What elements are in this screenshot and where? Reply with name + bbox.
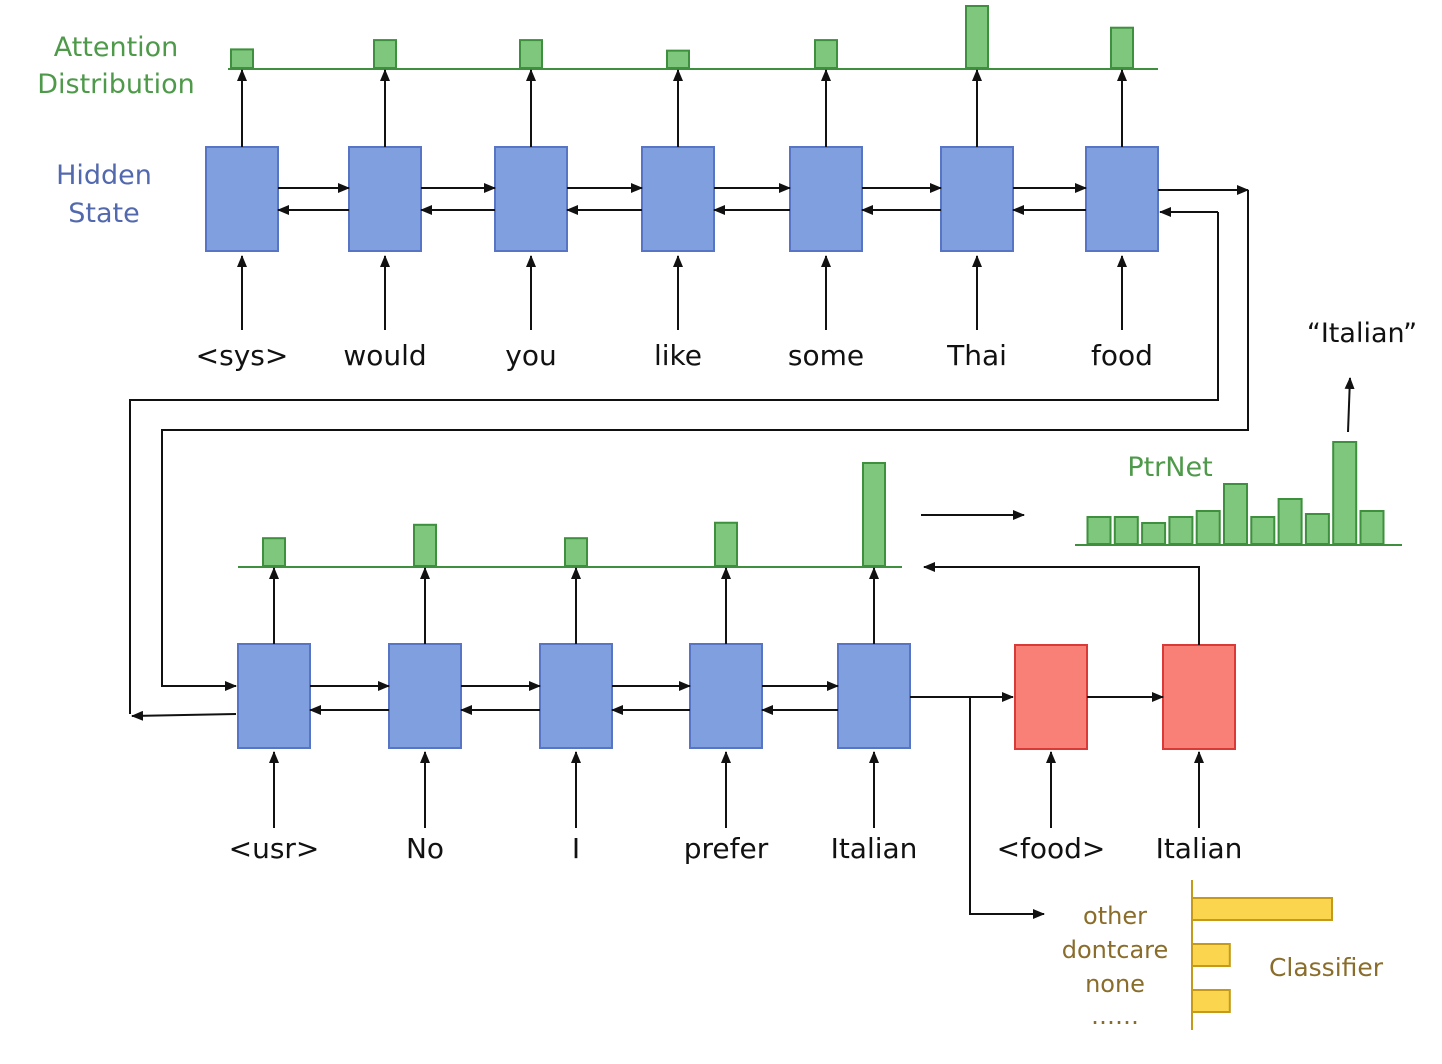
decoder-to-attention-arrow xyxy=(923,562,1200,645)
classifier-option-2: none xyxy=(1085,970,1145,998)
bottom-attention-bar-2 xyxy=(564,537,588,568)
ptrnet-bar-2 xyxy=(1141,522,1167,545)
ptrnet-bar-9 xyxy=(1332,441,1358,545)
hidden-state-label-line2: State xyxy=(68,198,139,229)
ptrnet-output-label: “Italian” xyxy=(1307,318,1417,349)
ptrnet-bar-3 xyxy=(1168,516,1194,545)
decoder-token-1: Italian xyxy=(1156,832,1243,865)
classifier-label: Classifier xyxy=(1269,953,1384,982)
top-hidden-state-1 xyxy=(348,146,422,252)
top-hidden-state-2 xyxy=(494,146,568,252)
bottom-token-4: Italian xyxy=(831,832,918,865)
top-attention-bar-2 xyxy=(519,39,543,69)
classifier-option-3: …… xyxy=(1091,1002,1139,1030)
decoder-token-0: <food> xyxy=(997,832,1106,865)
classifier-option-1: dontcare xyxy=(1062,936,1169,964)
ptrnet-bar-7 xyxy=(1277,498,1303,545)
classifier-bars xyxy=(1191,897,1333,1013)
bottom-token-0: <usr> xyxy=(229,832,320,865)
top-hidden-state-5 xyxy=(940,146,1014,252)
top-hidden-state-3 xyxy=(641,146,715,252)
bottom-attention-bar-3 xyxy=(714,521,738,567)
top-attention-bar-1 xyxy=(373,39,397,69)
top-hidden-states: <sys> would you like some Thai food xyxy=(196,146,1159,372)
bottom-attention-bars xyxy=(262,462,886,568)
connections xyxy=(129,69,1355,919)
ptrnet-bar-10 xyxy=(1359,510,1385,545)
bottom-hidden-state-3 xyxy=(689,643,763,749)
top-token-0: <sys> xyxy=(196,339,289,372)
top-attention-bar-5 xyxy=(965,5,989,69)
ptrnet-label: PtrNet xyxy=(1127,452,1212,483)
top-attention-bar-0 xyxy=(230,48,254,70)
top-token-3: like xyxy=(654,339,702,372)
top-hidden-state-6 xyxy=(1085,146,1159,252)
bottom-token-1: No xyxy=(406,832,444,865)
ptrnet-output-arrow xyxy=(1344,377,1355,433)
attention-label-line2: Distribution xyxy=(37,69,195,100)
top-hidden-state-4 xyxy=(789,146,863,252)
classifier-bar-0 xyxy=(1191,897,1333,921)
bottom-attention-bar-4 xyxy=(862,462,886,567)
bottom-backward-out xyxy=(131,710,237,721)
bottom-token-2: I xyxy=(572,832,580,865)
classifier-options: other dontcare none …… xyxy=(1062,902,1169,1030)
bottom-attention-bar-0 xyxy=(262,537,286,568)
decoder-state-0 xyxy=(1014,644,1088,750)
classifier-option-0: other xyxy=(1083,902,1147,930)
top-attention-bars xyxy=(230,5,1134,70)
classifier-bar-2 xyxy=(1191,989,1231,1013)
bottom-attention-bar-1 xyxy=(413,523,437,567)
ptrnet-bar-8 xyxy=(1304,513,1330,545)
bottom-hidden-state-0 xyxy=(237,643,311,749)
bottom-hidden-state-2 xyxy=(539,643,613,749)
ptrnet-bar-5 xyxy=(1223,483,1248,545)
top-attention-bar-6 xyxy=(1110,26,1134,69)
top-token-1: would xyxy=(343,339,426,372)
attention-label-line1: Attention xyxy=(54,32,179,63)
ptrnet-bar-0 xyxy=(1086,516,1112,545)
top-backward-connector xyxy=(129,212,1219,714)
ptrnet-bars xyxy=(1086,441,1385,545)
top-token-5: Thai xyxy=(946,339,1007,372)
top-token-4: some xyxy=(788,339,864,372)
ptrnet-bar-1 xyxy=(1113,516,1139,545)
classifier-bar-1 xyxy=(1191,943,1231,967)
top-forward-to-bottom xyxy=(161,190,1249,691)
ptrnet-bar-6 xyxy=(1250,516,1276,545)
hidden-state-label-line1: Hidden xyxy=(56,160,152,191)
bottom-token-3: prefer xyxy=(684,832,769,865)
top-attention-bar-3 xyxy=(666,49,690,69)
bottom-hidden-state-1 xyxy=(388,643,462,749)
top-attention-bar-4 xyxy=(814,39,838,69)
encoder-to-classifier-arrow xyxy=(969,697,1045,919)
ptrnet-bar-4 xyxy=(1195,510,1221,545)
top-token-2: you xyxy=(505,339,556,372)
top-hidden-state-0 xyxy=(205,146,279,252)
decoder-state-1 xyxy=(1162,644,1236,750)
top-token-6: food xyxy=(1091,339,1153,372)
bottom-hidden-state-4 xyxy=(837,643,911,749)
decoder-states: <food> Italian xyxy=(997,644,1243,865)
